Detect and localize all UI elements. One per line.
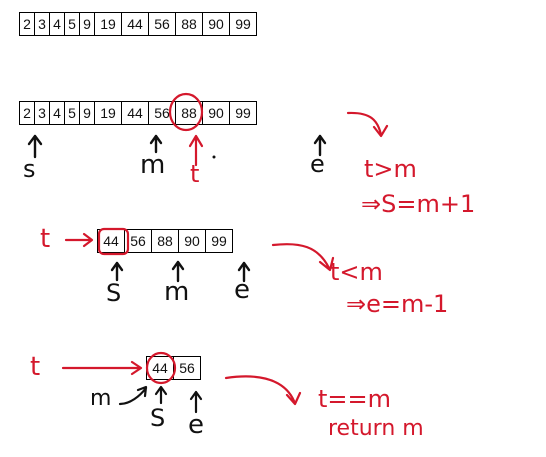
- array-cell: 99: [205, 229, 233, 253]
- target-label-step3: t: [30, 352, 41, 382]
- pointer-label-end-step3: e: [188, 410, 204, 440]
- note-compare-2: t<m: [330, 258, 383, 286]
- pointer-label-start: s: [23, 155, 36, 183]
- array-cell: 56: [173, 356, 201, 380]
- target-marks-step1: [168, 92, 389, 167]
- note-update-1: ⇒S=m+1: [361, 190, 476, 218]
- note-result: return m: [328, 416, 424, 441]
- pointer-label-target: t: [190, 160, 200, 188]
- pointer-label-end-step2: e: [234, 275, 250, 305]
- pointer-label-mid-step3: m: [90, 386, 112, 411]
- pointer-arrows-step1: [27, 134, 327, 159]
- pointer-arrows-step2: [110, 260, 251, 283]
- array-cell: 99: [229, 101, 257, 125]
- note-update-2: ⇒e=m-1: [346, 290, 449, 318]
- pointer-label-start-step3: S: [150, 404, 166, 432]
- pointer-label-mid: m: [140, 150, 166, 180]
- note-compare-3: t==m: [318, 385, 392, 413]
- pointer-arrows-step3: [118, 385, 203, 414]
- target-marks-step2: [64, 227, 335, 272]
- target-label-step2: t: [40, 224, 51, 254]
- pointer-label-end: e: [310, 150, 325, 178]
- target-marks-step3: [61, 351, 302, 406]
- pointer-label-mid-step2: m: [164, 277, 190, 307]
- note-compare-1: t>m: [364, 155, 417, 183]
- pointer-label-start-step2: S: [106, 279, 122, 307]
- array-cell: 99: [229, 12, 257, 36]
